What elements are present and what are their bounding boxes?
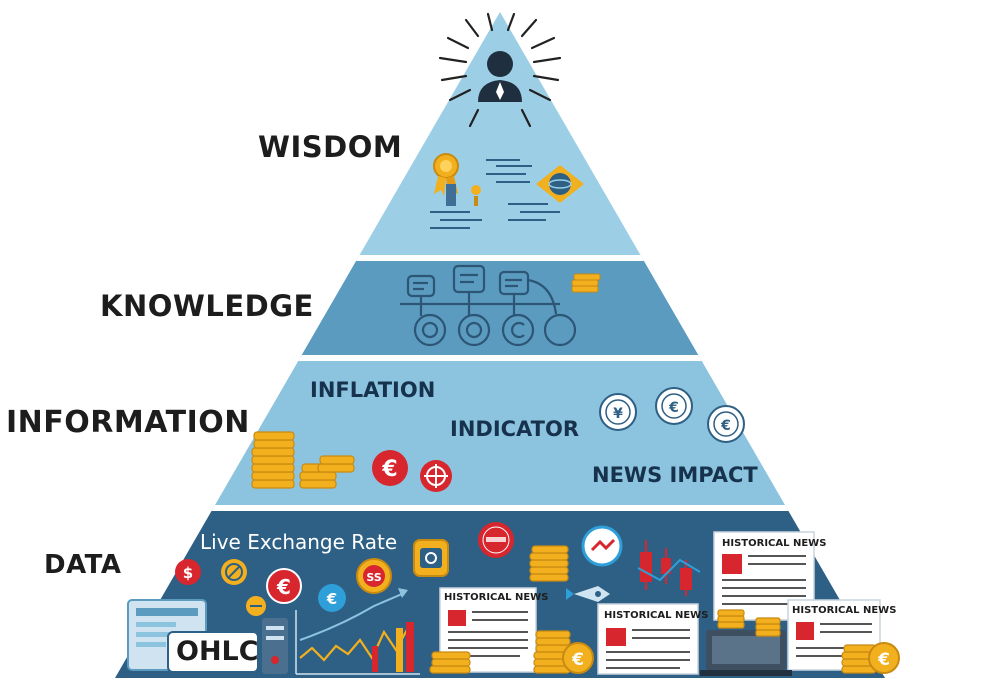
- device-icon: [413, 539, 449, 577]
- coin-stack-icon: [529, 545, 569, 582]
- svg-text:€: €: [326, 590, 337, 608]
- coin-stack-icon: [429, 609, 877, 674]
- euro-coin-icon: €: [318, 584, 346, 612]
- tier-label-wisdom: WISDOM: [258, 130, 403, 164]
- laptop-icon: [700, 630, 792, 676]
- businessman-icon: [438, 12, 562, 128]
- newspaper-icon: [597, 603, 699, 675]
- target-coin-icon: [420, 460, 452, 492]
- news-impact-label: NEWS IMPACT: [592, 463, 758, 487]
- award-ribbon-icon: [433, 153, 481, 206]
- svg-text:¥: ¥: [613, 406, 623, 422]
- rocket-icon: [566, 586, 610, 602]
- ohlc-label: OHLC: [176, 636, 259, 667]
- stamp-icon: [478, 522, 514, 558]
- svg-text:€: €: [668, 400, 679, 416]
- compass-coin-icon: [246, 596, 266, 616]
- ss-coin-icon: SS: [356, 558, 392, 594]
- candlestick-chart-icon: [637, 540, 701, 596]
- no-sign-icon: [221, 559, 247, 585]
- svg-text:€: €: [381, 457, 397, 482]
- tier-wisdom: [115, 12, 885, 258]
- indicator-label: INDICATOR: [450, 417, 580, 441]
- growth-chart-icon: [295, 588, 420, 675]
- ohlc-box: [167, 631, 259, 673]
- globe-diamond-icon: [536, 165, 584, 203]
- tier-label-data: DATA: [44, 550, 122, 580]
- svg-text:SS: SS: [366, 571, 381, 584]
- tier-label-information: INFORMATION: [6, 405, 250, 440]
- historical-news-label: HISTORICAL NEWS: [604, 610, 709, 621]
- coin-stack-icon: [571, 273, 601, 293]
- svg-text:$: $: [183, 564, 193, 582]
- historical-news-label: HISTORICAL NEWS: [722, 538, 827, 549]
- live-exchange-rate-label: Live Exchange Rate: [200, 530, 398, 554]
- euro-coin-icon: €: [372, 450, 408, 486]
- euro-coin-icon: €: [266, 568, 302, 604]
- svg-text:€: €: [720, 418, 731, 434]
- growth-arrow-coin-icon: [581, 525, 623, 567]
- coin-stack-icon: [251, 431, 355, 489]
- dollar-coin-icon: $: [175, 559, 201, 585]
- svg-text:€: €: [276, 575, 291, 599]
- historical-news-label: HISTORICAL NEWS: [792, 605, 897, 616]
- svg-text:€: €: [877, 650, 890, 670]
- text-lines-icon: [430, 159, 560, 229]
- svg-text:€: €: [571, 650, 584, 670]
- euro-coin-icon: € €: [562, 642, 900, 674]
- historical-news-label: HISTORICAL NEWS: [444, 592, 549, 603]
- tier-label-knowledge: KNOWLEDGE: [100, 289, 314, 323]
- currency-coin-icons: ¥ € €: [599, 387, 745, 443]
- inflation-label: INFLATION: [310, 378, 436, 402]
- flow-diagram-icon: [400, 264, 577, 347]
